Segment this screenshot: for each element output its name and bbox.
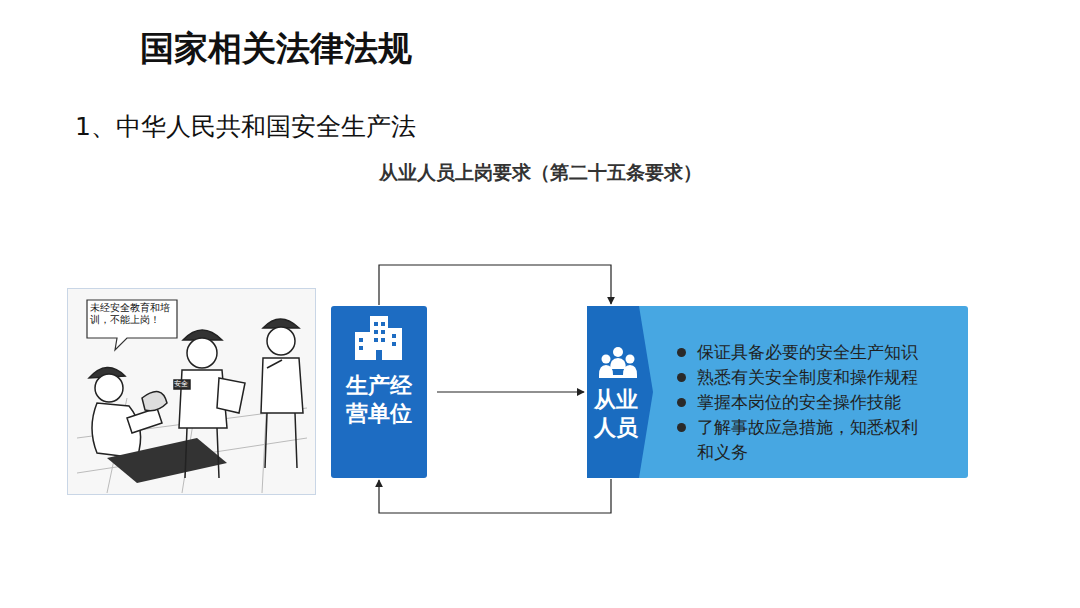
speech-bubble-text: 未经安全教育和培训，不能上岗！: [90, 302, 172, 326]
box-label: 生产经营单位: [344, 372, 414, 428]
bullet-item: 保证具备必要的安全生产知识: [675, 340, 933, 365]
flow-arrow: [437, 391, 584, 392]
flow-arrow: [379, 265, 611, 305]
section-heading: 1、中华人民共和国安全生产法: [75, 110, 416, 143]
staff-panel: 从业人员保证具备必要的安全生产知识熟悉有关安全制度和操作规程掌握本岗位的安全操作…: [587, 306, 968, 478]
page-title: 国家相关法律法规: [140, 26, 412, 72]
bullet-item: 熟悉有关安全制度和操作规程: [675, 365, 933, 390]
sub-heading: 从业人员上岗要求（第二十五条要求）: [0, 160, 1080, 186]
bullet-item: 掌握本岗位的安全操作技能: [675, 390, 933, 415]
building-icon: [352, 314, 404, 362]
flow-arrow: [379, 479, 611, 513]
tab-label: 从业人员: [593, 386, 639, 442]
bullet-list: 保证具备必要的安全生产知识熟悉有关安全制度和操作规程掌握本岗位的安全操作技能了解…: [675, 340, 933, 465]
bullet-item: 了解事故应急措施，知悉权利和义务: [675, 415, 933, 465]
armband-text: 安全: [174, 380, 188, 388]
people-icon: [598, 345, 638, 379]
